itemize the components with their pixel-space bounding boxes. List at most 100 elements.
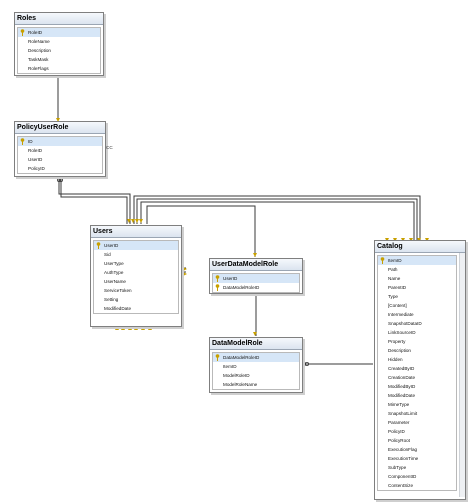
column-row[interactable]: ContentSize bbox=[378, 481, 456, 490]
table-title: PolicyUserRole bbox=[15, 122, 105, 134]
column-row[interactable]: ModelRoleID bbox=[213, 371, 299, 380]
column-name: CreatedByID bbox=[388, 366, 415, 371]
column-name: SnapshotLimit bbox=[388, 411, 418, 416]
column-row[interactable]: AuthType bbox=[94, 268, 178, 277]
table-title: Catalog bbox=[375, 241, 465, 253]
column-row[interactable]: TaskMask bbox=[18, 55, 100, 64]
key-icon bbox=[215, 354, 220, 361]
table-columns: ItemID Path Name ParentID Type [Content]… bbox=[377, 255, 457, 491]
column-row[interactable]: RoleID bbox=[18, 146, 102, 155]
column-row[interactable]: ComponentID bbox=[378, 472, 456, 481]
column-row[interactable]: UserName bbox=[94, 277, 178, 286]
table-policyuserrole[interactable]: PolicyUserRole ID RoleID UserID PolicyID bbox=[14, 121, 106, 177]
column-row[interactable]: PolicyID bbox=[378, 427, 456, 436]
column-name: PolicyRoot bbox=[388, 438, 410, 443]
column-name: PolicyID bbox=[388, 429, 405, 434]
rel-policyuserrole-users bbox=[58, 177, 131, 224]
table-datamodelrole[interactable]: DataModelRole DataModelRoleID ItemID Mod… bbox=[209, 337, 303, 393]
column-row[interactable]: Parameter bbox=[378, 418, 456, 427]
column-row[interactable]: RoleFlags bbox=[18, 64, 100, 73]
column-name: MimeType bbox=[388, 402, 410, 407]
column-row[interactable]: ParentID bbox=[378, 283, 456, 292]
column-row[interactable]: SnapshotLimit bbox=[378, 409, 456, 418]
column-row[interactable]: Setting bbox=[94, 295, 178, 304]
table-userdatamodelrole[interactable]: UserDataModelRole UserID DataModelRoleID bbox=[209, 258, 303, 294]
column-row[interactable]: RoleName bbox=[18, 37, 100, 46]
column-row[interactable]: SubType bbox=[378, 463, 456, 472]
column-name: ServiceToken bbox=[104, 288, 132, 293]
column-row[interactable]: ModelRoleName bbox=[213, 380, 299, 389]
table-columns: ID RoleID UserID PolicyID bbox=[17, 136, 103, 174]
column-name: TaskMask bbox=[28, 57, 49, 62]
column-row[interactable]: MimeType bbox=[378, 400, 456, 409]
column-row[interactable]: DataModelRoleID bbox=[213, 353, 299, 362]
column-row[interactable]: ServiceToken bbox=[94, 286, 178, 295]
column-row[interactable]: UserID bbox=[94, 241, 178, 250]
column-row[interactable]: RoleID bbox=[18, 28, 100, 37]
column-name: [Content] bbox=[388, 303, 407, 308]
column-row[interactable]: Description bbox=[378, 346, 456, 355]
column-name: SubType bbox=[388, 465, 407, 470]
column-name: ExecutionTime bbox=[388, 456, 419, 461]
column-name: Description bbox=[388, 348, 411, 353]
column-name: Name bbox=[388, 276, 401, 281]
column-row[interactable]: CreationDate bbox=[378, 373, 456, 382]
key-icon bbox=[20, 138, 25, 145]
column-row[interactable]: ModifiedDate bbox=[378, 391, 456, 400]
key-icon bbox=[215, 284, 220, 291]
column-name: Setting bbox=[104, 297, 119, 302]
column-row[interactable]: Description bbox=[18, 46, 100, 55]
column-name: UserID bbox=[223, 276, 238, 281]
column-row[interactable]: ExecutionTime bbox=[378, 454, 456, 463]
column-name: Hidden bbox=[388, 357, 403, 362]
column-row[interactable]: Property bbox=[378, 337, 456, 346]
column-name: DataModelRoleID bbox=[223, 285, 260, 290]
column-row[interactable]: UserID bbox=[213, 274, 299, 283]
column-row[interactable]: Intermediate bbox=[378, 310, 456, 319]
column-name: RoleID bbox=[28, 30, 43, 35]
column-row[interactable]: SnapshotDataID bbox=[378, 319, 456, 328]
column-name: ModifiedDate bbox=[104, 306, 132, 311]
column-row[interactable]: Type bbox=[378, 292, 456, 301]
column-name: Description bbox=[28, 48, 51, 53]
column-row[interactable]: Hidden bbox=[378, 355, 456, 364]
column-row[interactable]: ExecutionFlag bbox=[378, 445, 456, 454]
column-row[interactable]: ID bbox=[18, 137, 102, 146]
column-row[interactable]: ModifiedDate bbox=[94, 304, 178, 313]
column-row[interactable]: ModifiedByID bbox=[378, 382, 456, 391]
column-row[interactable]: LinkSourceID bbox=[378, 328, 456, 337]
column-row[interactable]: PolicyID bbox=[18, 164, 102, 173]
column-row[interactable]: Sid bbox=[94, 250, 178, 259]
column-row[interactable]: PolicyRoot bbox=[378, 436, 456, 445]
column-row[interactable]: UserType bbox=[94, 259, 178, 268]
column-name: RoleName bbox=[28, 39, 50, 44]
column-row[interactable]: [Content] bbox=[378, 301, 456, 310]
column-name: RoleID bbox=[28, 148, 43, 153]
column-name: CreationDate bbox=[388, 375, 416, 380]
column-name: SnapshotDataID bbox=[388, 321, 422, 326]
column-row[interactable]: Path bbox=[378, 265, 456, 274]
column-row[interactable]: DataModelRoleID bbox=[213, 283, 299, 292]
table-columns: DataModelRoleID ItemID ModelRoleID Model… bbox=[212, 352, 300, 390]
table-columns: RoleID RoleName Description TaskMask Rol… bbox=[17, 27, 101, 74]
table-title: UserDataModelRole bbox=[210, 259, 302, 271]
column-row[interactable]: Name bbox=[378, 274, 456, 283]
column-name: RoleFlags bbox=[28, 66, 49, 71]
column-row[interactable]: ItemID bbox=[213, 362, 299, 371]
column-name: ModifiedByID bbox=[388, 384, 416, 389]
table-title: DataModelRole bbox=[210, 338, 302, 350]
column-name: ModelRoleID bbox=[223, 373, 250, 378]
column-name: ModelRoleName bbox=[223, 382, 258, 387]
column-row[interactable]: UserID bbox=[18, 155, 102, 164]
column-name: ItemID bbox=[388, 258, 402, 263]
table-catalog[interactable]: Catalog ItemID Path Name ParentID Type [… bbox=[374, 240, 466, 500]
table-roles[interactable]: Roles RoleID RoleName Description TaskMa… bbox=[14, 12, 104, 76]
catalog-scrollbar[interactable] bbox=[459, 253, 465, 497]
column-row[interactable]: ItemID bbox=[378, 256, 456, 265]
column-name: ParentID bbox=[388, 285, 407, 290]
column-row[interactable]: CreatedByID bbox=[378, 364, 456, 373]
key-icon bbox=[96, 242, 101, 249]
table-users[interactable]: Users UserID Sid UserType AuthType UserN… bbox=[90, 225, 182, 327]
column-name: UserName bbox=[104, 279, 126, 284]
column-name: ID bbox=[28, 139, 33, 144]
